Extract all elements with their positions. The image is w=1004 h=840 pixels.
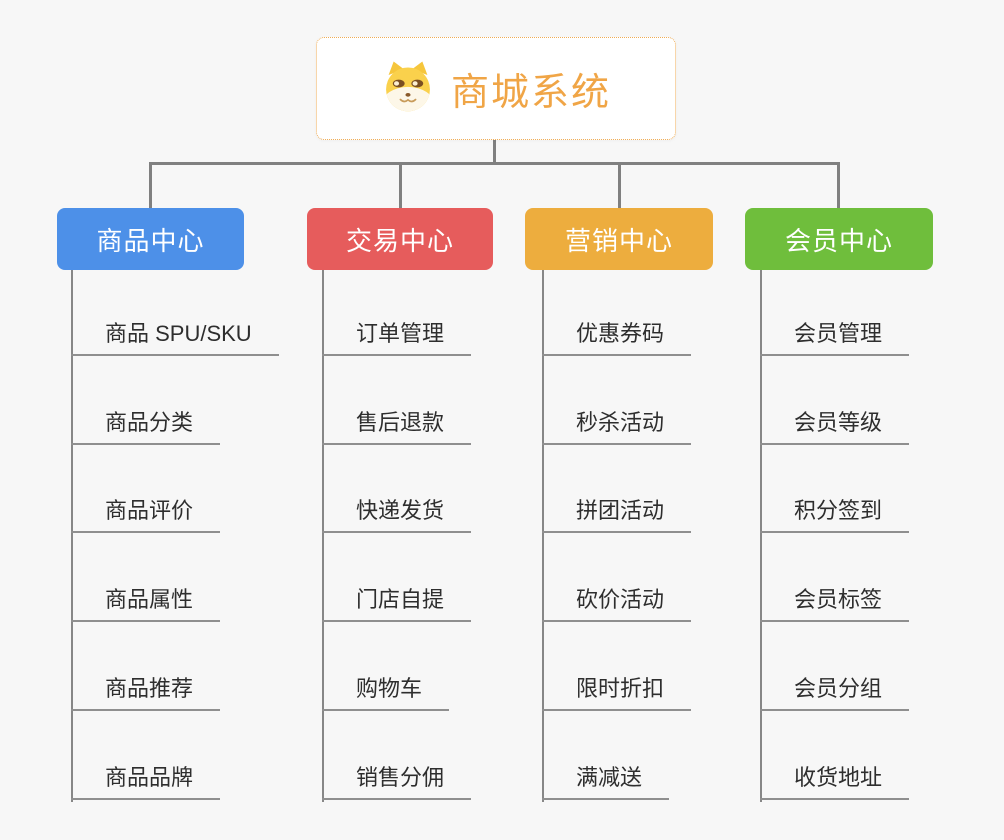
connector-drop-line bbox=[399, 162, 402, 208]
leaf-item[interactable]: 会员管理 bbox=[760, 318, 910, 356]
leaf-item[interactable]: 商品分类 bbox=[71, 407, 221, 445]
leaf-item[interactable]: 购物车 bbox=[322, 673, 450, 711]
leaf-item[interactable]: 收货地址 bbox=[760, 762, 910, 800]
leaf-item[interactable]: 砍价活动 bbox=[542, 584, 692, 622]
leaf-item[interactable]: 商品品牌 bbox=[71, 762, 221, 800]
leaf-item[interactable]: 商品 SPU/SKU bbox=[71, 318, 279, 356]
leaf-item[interactable]: 销售分佣 bbox=[322, 762, 472, 800]
branch-label: 商品中心 bbox=[96, 225, 205, 256]
column-spine-line bbox=[542, 270, 544, 802]
root-title: 商城系统 bbox=[450, 72, 611, 114]
leaf-item[interactable]: 门店自提 bbox=[322, 584, 472, 622]
branch-marketing-center[interactable]: 营销中心 bbox=[525, 208, 713, 270]
leaf-item[interactable]: 快递发货 bbox=[322, 495, 472, 533]
branch-member-center[interactable]: 会员中心 bbox=[745, 208, 933, 270]
doge-face-icon bbox=[381, 59, 435, 118]
leaf-item[interactable]: 会员标签 bbox=[760, 584, 910, 622]
leaf-item[interactable]: 售后退款 bbox=[322, 407, 472, 445]
leaf-item[interactable]: 拼团活动 bbox=[542, 495, 692, 533]
connector-root-stub bbox=[493, 140, 496, 163]
column-spine-line bbox=[322, 270, 324, 802]
column-spine-line bbox=[760, 270, 762, 802]
branch-product-center[interactable]: 商品中心 bbox=[57, 208, 244, 270]
leaf-item[interactable]: 满减送 bbox=[542, 762, 670, 800]
leaf-item[interactable]: 订单管理 bbox=[322, 318, 472, 356]
leaf-item[interactable]: 商品推荐 bbox=[71, 673, 221, 711]
column-spine-line bbox=[71, 270, 73, 802]
leaf-item[interactable]: 商品属性 bbox=[71, 584, 221, 622]
leaf-item[interactable]: 优惠券码 bbox=[542, 318, 692, 356]
leaf-item[interactable]: 商品评价 bbox=[71, 495, 221, 533]
branch-label: 交易中心 bbox=[345, 225, 454, 256]
connector-bus-line bbox=[149, 162, 840, 165]
leaf-item[interactable]: 会员等级 bbox=[760, 407, 910, 445]
leaf-item[interactable]: 限时折扣 bbox=[542, 673, 692, 711]
connector-drop-line bbox=[149, 162, 152, 208]
branch-label: 营销中心 bbox=[564, 225, 673, 256]
leaf-item[interactable]: 会员分组 bbox=[760, 673, 910, 711]
branch-trade-center[interactable]: 交易中心 bbox=[307, 208, 493, 270]
leaf-item[interactable]: 秒杀活动 bbox=[542, 407, 692, 445]
root-node-mall-system[interactable]: 商城系统 bbox=[316, 37, 676, 140]
connector-drop-line bbox=[618, 162, 621, 208]
leaf-item[interactable]: 积分签到 bbox=[760, 495, 910, 533]
connector-drop-line bbox=[837, 162, 840, 208]
branch-label: 会员中心 bbox=[784, 225, 893, 256]
